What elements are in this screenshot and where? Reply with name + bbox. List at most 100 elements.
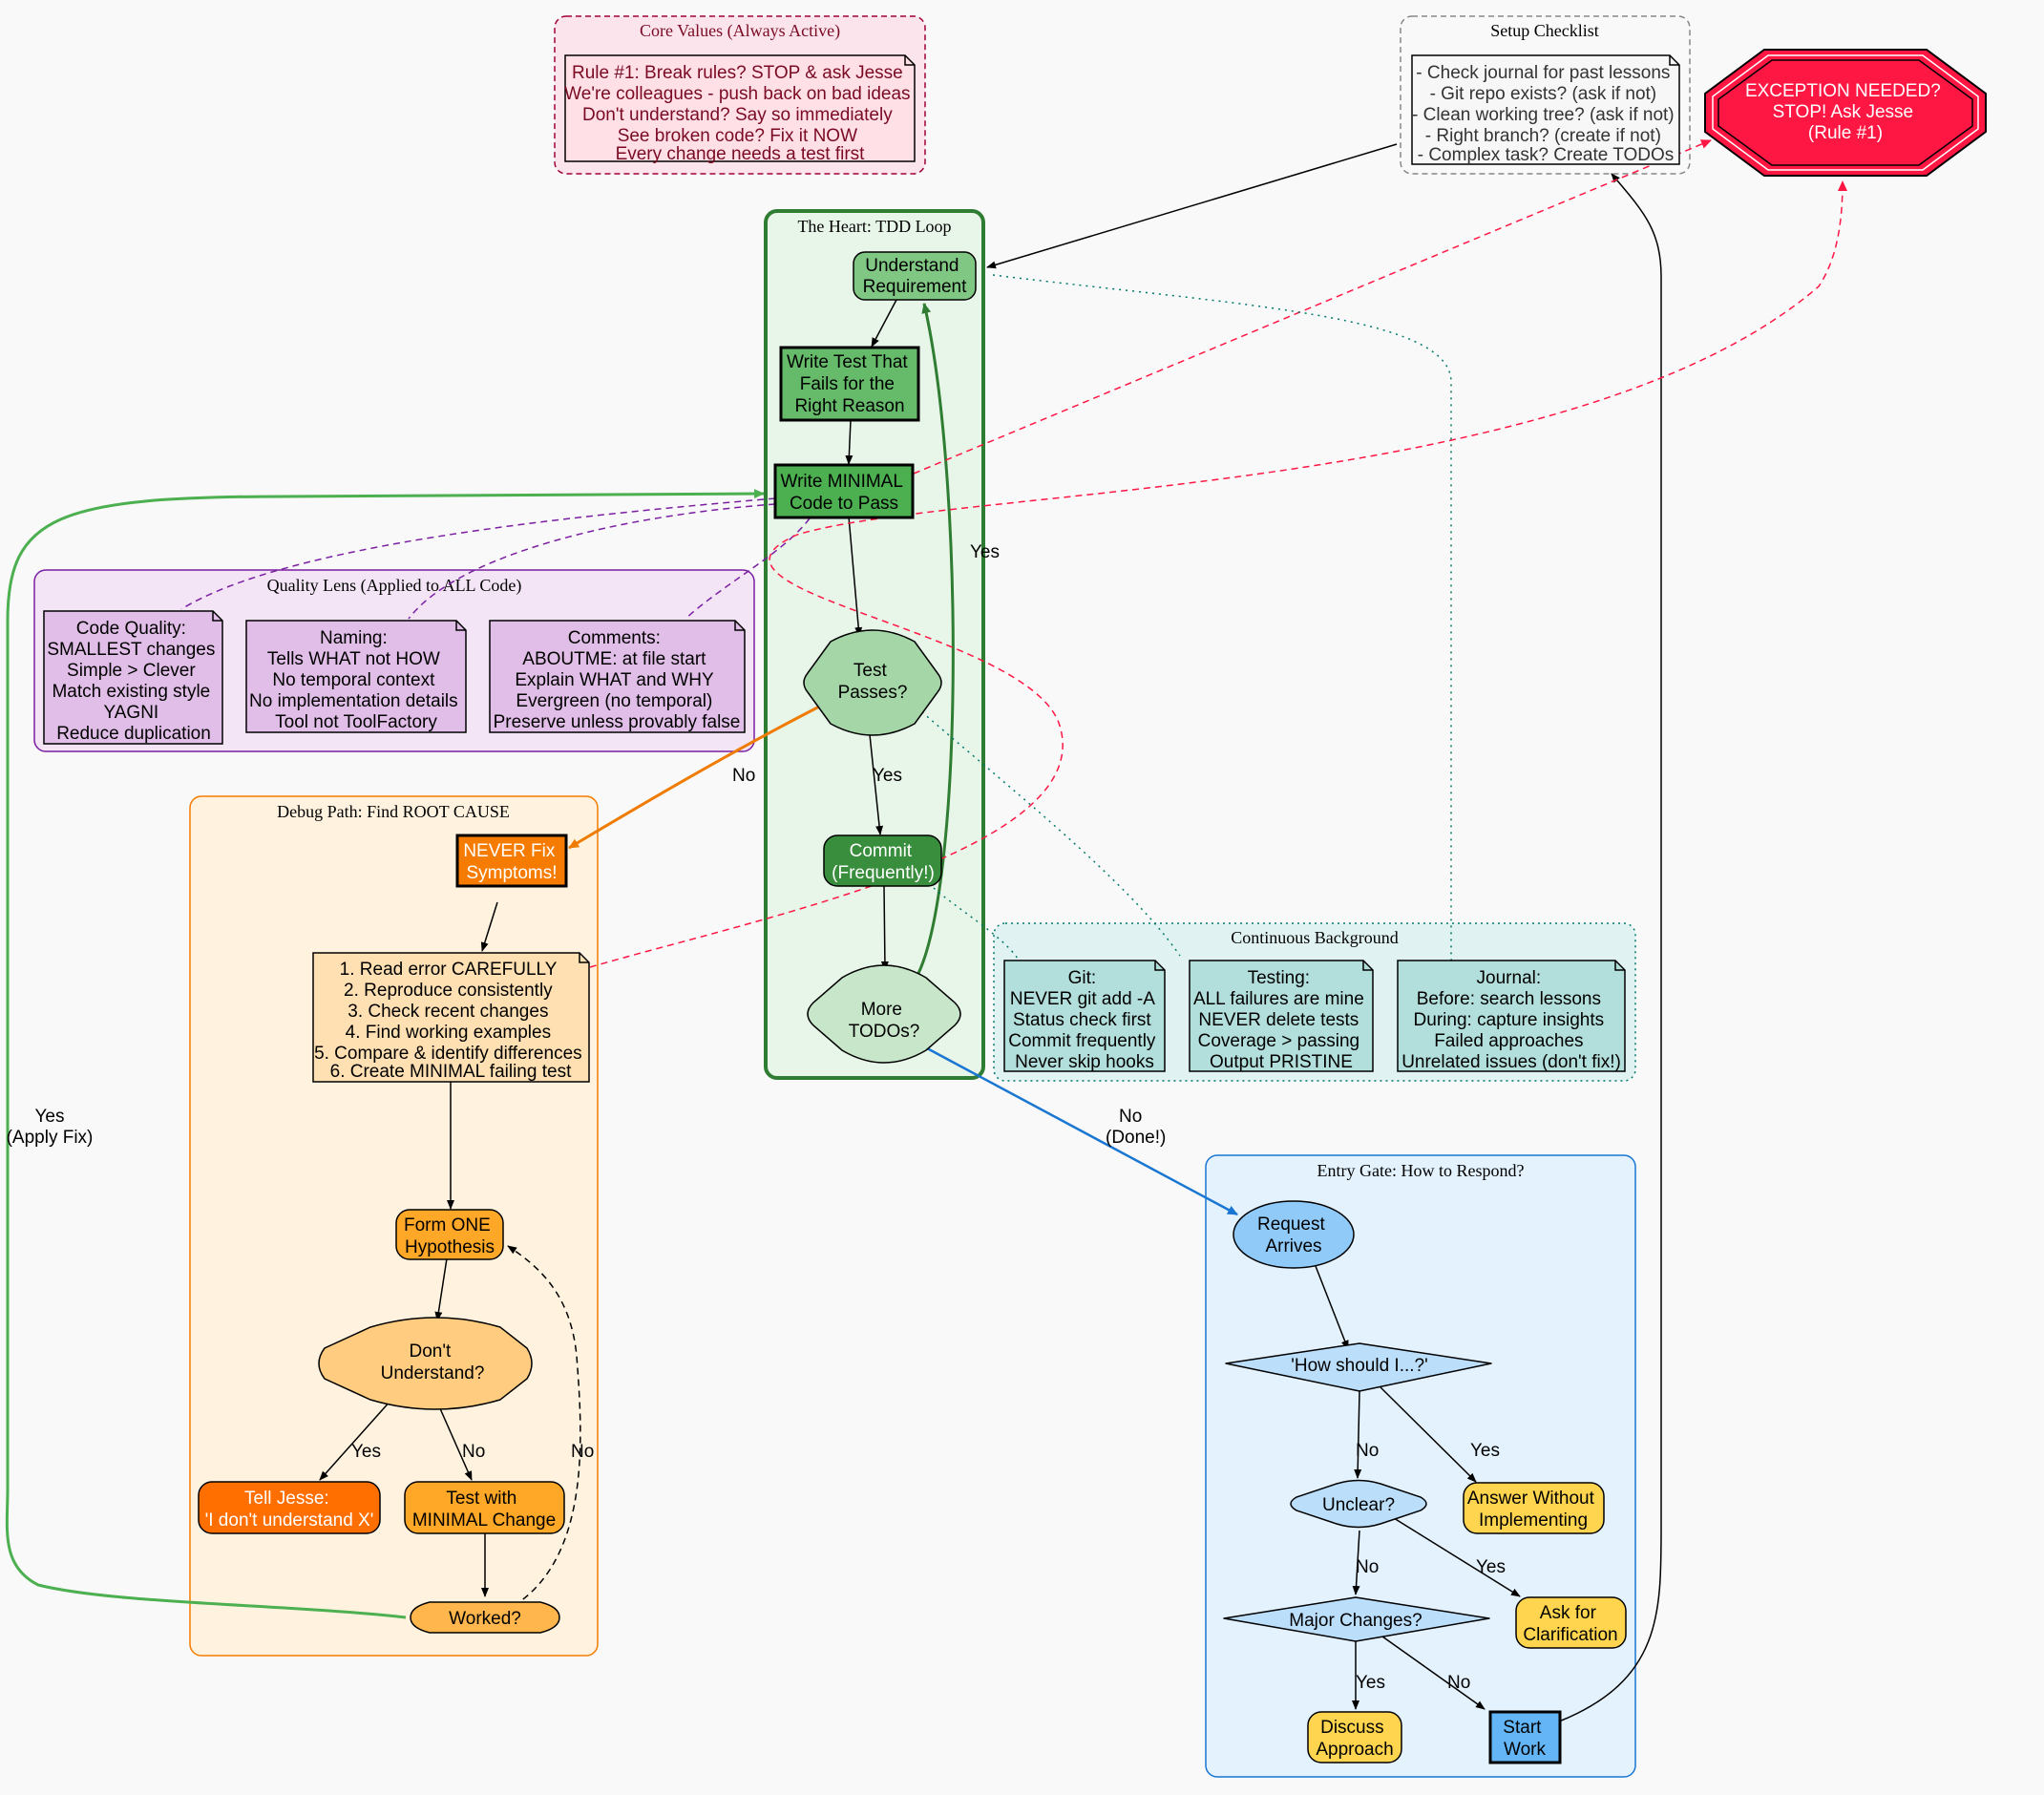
node-major-changes: Major Changes? (1223, 1596, 1490, 1642)
code-quality-line-6: Reduce duplication (56, 724, 211, 744)
node-code-quality-note: Code Quality: SMALLEST changes Simple > … (43, 610, 223, 745)
cluster-title-setup: Setup Checklist (1490, 21, 1599, 40)
worked-label: Worked? (449, 1609, 521, 1629)
code-quality-line-2: SMALLEST changes (47, 640, 215, 660)
commit-line-2: (Frequently!) (832, 863, 935, 883)
test-passes-line-2: Passes? (838, 683, 908, 703)
setup-item-1: - Check journal for past lessons (1416, 63, 1670, 83)
how-should-label: 'How should I...?' (1291, 1356, 1428, 1376)
edge-label-no-done-1: No (1119, 1107, 1142, 1127)
edge-worked-to-code (5, 489, 765, 1619)
naming-line-3: No temporal context (272, 670, 435, 690)
svg-text:Unclear?: Unclear? (1322, 1495, 1395, 1515)
edge-label-yes-ask: Yes (1476, 1557, 1506, 1577)
svg-text:- Check journal for past lesso: - Check journal for past lessons - Git r… (1412, 63, 1679, 165)
journal-line-3: During: capture insights (1414, 1010, 1605, 1030)
code-quality-line-1: Code Quality: (76, 619, 186, 639)
edge-more-to-request (916, 1041, 1238, 1216)
edge-label-no-retry: No (571, 1442, 594, 1462)
test-minimal-line-2: MINIMAL Change (412, 1510, 556, 1531)
answer-line-2: Implementing (1479, 1510, 1588, 1531)
node-write-test: Write Test That Fails for the Right Reas… (779, 346, 920, 422)
node-discuss-approach: Discuss Approach (1307, 1711, 1402, 1763)
test-passes-line-1: Test (853, 661, 888, 681)
svg-text:Git: NEVER git add -A: Git: NEVER git add -A Status check first… (1008, 968, 1160, 1072)
node-unclear: Unclear? (1290, 1479, 1427, 1529)
hypothesis-line-2: Hypothesis (405, 1237, 495, 1257)
code-quality-line-3: Simple > Clever (67, 661, 196, 681)
naming-line-5: Tool not ToolFactory (275, 712, 437, 732)
tell-jesse-line-2: 'I don't understand X' (205, 1510, 374, 1531)
core-rule-3: Don't understand? Say so immediately (582, 105, 893, 125)
edge-commit-to-git (933, 887, 1019, 960)
node-more-todos: More TODOs? (807, 964, 961, 1064)
testing-line-1: Testing: (1248, 968, 1310, 988)
edge-hypothesis-to-dont (434, 1257, 448, 1321)
svg-text:Commit (Frequently!): Commit (Frequently!) (832, 841, 935, 883)
dont-understand-line-2: Understand? (381, 1363, 485, 1383)
journal-line-4: Failed approaches (1434, 1031, 1583, 1051)
svg-text:Discuss Approach: Discuss Approach (1316, 1718, 1393, 1760)
edge-major-to-start (1381, 1636, 1486, 1710)
debug-step-5: 5. Compare & identify differences (314, 1044, 582, 1064)
edge-more-to-understand (913, 303, 955, 982)
edge-code-to-naming (408, 503, 776, 620)
write-code-line-2: Code to Pass (790, 494, 898, 514)
node-how-should-i: 'How should I...?' (1225, 1342, 1492, 1392)
never-fix-line-1: NEVER Fix (463, 841, 556, 861)
git-line-3: Status check first (1013, 1010, 1151, 1030)
edge-unclear-to-major (1352, 1530, 1360, 1595)
answer-line-1: Answer Without (1467, 1489, 1595, 1509)
code-quality-line-4: Match existing style (52, 682, 210, 702)
write-code-line-1: Write MINIMAL (780, 472, 902, 492)
core-rule-1: Rule #1: Break rules? STOP & ask Jesse (572, 63, 903, 83)
svg-text:Form ONE Hypothesis: Form ONE Hypothesis (404, 1215, 495, 1257)
naming-line-2: Tells WHAT not HOW (267, 649, 440, 669)
node-git-note: Git: NEVER git add -A Status check first… (1003, 960, 1166, 1072)
cluster-title-tdd: The Heart: TDD Loop (797, 217, 951, 236)
edge-setup-to-understand (986, 143, 1398, 269)
testing-line-2: ALL failures are mine (1193, 989, 1364, 1009)
node-naming-note: Naming: Tells WHAT not HOW No temporal c… (245, 620, 467, 733)
node-test-passes: Test Passes? (803, 629, 942, 736)
edge-unclear-to-ask (1393, 1517, 1521, 1597)
svg-text:Code Quality: SMALLEST c: Code Quality: SMALLEST changes Simple > … (47, 619, 220, 744)
edge-label-yes-fix-2: (Apply Fix) (7, 1128, 94, 1148)
node-commit: Commit (Frequently!) (823, 834, 942, 887)
edge-code-to-exception (913, 139, 1712, 475)
ask-clarify-line-1: Ask for (1540, 1603, 1597, 1623)
git-line-1: Git: (1068, 968, 1097, 988)
node-answer-without: Answer Without Implementing (1463, 1482, 1605, 1534)
understand-line-1: Understand (865, 256, 959, 276)
edge-dont-to-testmin (438, 1405, 473, 1481)
cluster-title-debug: Debug Path: Find ROOT CAUSE (277, 802, 510, 821)
node-never-fix-symptoms: NEVER Fix Symptoms! (455, 834, 568, 888)
edge-startwork-to-setup (1558, 173, 1662, 1722)
discuss-line-2: Approach (1316, 1740, 1393, 1760)
never-fix-line-2: Symptoms! (466, 863, 557, 883)
edge-label-no-debug: No (732, 766, 755, 786)
edge-understand-to-test (871, 299, 897, 348)
testing-line-3: NEVER delete tests (1198, 1010, 1359, 1030)
edge-code-to-passes (848, 516, 863, 637)
cluster-title-core-values: Core Values (Always Active) (640, 21, 840, 41)
svg-text:Answer Without Implement: Answer Without Implementing (1467, 1489, 1599, 1531)
write-test-line-1: Write Test That (787, 352, 908, 372)
edge-understand-to-journal (992, 274, 1477, 1003)
svg-text:Rule #1: Break rules? STOP & a: Rule #1: Break rules? STOP & ask Jesse W… (564, 63, 916, 164)
cluster-title-entry: Entry Gate: How to Respond? (1317, 1161, 1525, 1180)
svg-text:Understand Requirement: Understand Requirement (863, 256, 967, 297)
edge-label-yes-discuss: Yes (1356, 1673, 1385, 1693)
node-start-work: Start Work (1488, 1710, 1562, 1764)
node-write-minimal-code: Write MINIMAL Code to Pass (773, 463, 915, 519)
git-line-5: Never skip hooks (1015, 1052, 1154, 1072)
more-todos-line-2: TODOs? (849, 1022, 920, 1042)
edge-steps-to-exception (589, 180, 1847, 968)
setup-item-2: - Git repo exists? (ask if not) (1430, 84, 1657, 104)
svg-text:Test Passes?: Test Passes? (838, 661, 908, 703)
request-line-1: Request (1257, 1214, 1325, 1235)
debug-step-2: 2. Reproduce consistently (344, 981, 553, 1001)
write-test-line-3: Right Reason (794, 396, 904, 416)
naming-line-4: No implementation details (249, 691, 458, 711)
